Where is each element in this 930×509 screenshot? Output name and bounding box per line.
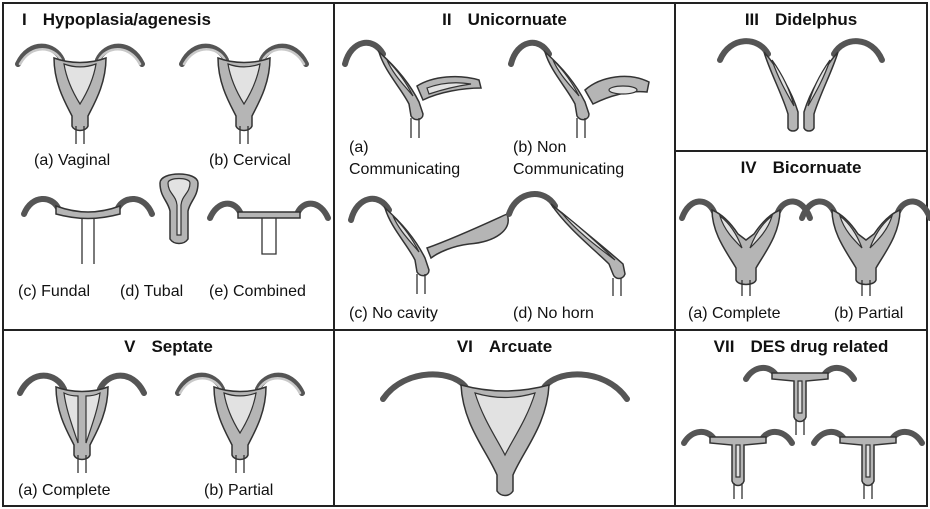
panel-septate: V Septate (a) Complete (b) Partial — [2, 329, 335, 507]
panel-title-text: Hypoplasia/agenesis — [43, 10, 211, 29]
uterus-tubal-figure — [154, 169, 204, 259]
panel-title: V Septate — [4, 337, 333, 357]
label-communicating: Communicating — [349, 160, 460, 180]
label-no-horn: (d) No horn — [513, 304, 594, 324]
panel-arcuate: VI Arcuate — [333, 329, 676, 507]
label-partial: (b) Partial — [204, 481, 273, 501]
label-b-non: (b) Non — [513, 138, 566, 158]
septate-complete-figure — [12, 363, 152, 473]
panel-hypoplasia-agenesis: I Hypoplasia/agenesis (a) Vaginal (b) Cer… — [2, 2, 335, 331]
unicornuate-non-communicating-figure — [505, 28, 665, 140]
panel-title: VII DES drug related — [676, 337, 926, 357]
panel-number: II — [442, 10, 451, 29]
panel-title: VI Arcuate — [335, 337, 674, 357]
label-no-cavity: (c) No cavity — [349, 304, 438, 324]
label-partial: (b) Partial — [834, 304, 903, 324]
panel-title: II Unicornuate — [335, 10, 674, 30]
uterus-combined-figure — [204, 184, 334, 274]
panel-didelphus: III Didelphus — [674, 2, 928, 152]
panel-title-text: DES drug related — [750, 337, 888, 356]
uterus-fundal-figure — [18, 184, 158, 274]
panel-title-text: Arcuate — [489, 337, 552, 356]
panel-title: I Hypoplasia/agenesis — [22, 10, 333, 30]
uterus-cervical-figure — [174, 34, 314, 144]
panel-title-text: Septate — [151, 337, 212, 356]
label-non-communicating: Communicating — [513, 160, 624, 180]
label-fundal: (c) Fundal — [18, 282, 90, 302]
label-complete: (a) Complete — [688, 304, 780, 324]
label-tubal: (d) Tubal — [120, 282, 183, 302]
panel-number: VII — [714, 337, 735, 356]
unicornuate-communicating-figure — [339, 28, 499, 140]
panel-bicornuate: IV Bicornuate (a) Complete (b) Partial — [674, 150, 928, 331]
panel-number: IV — [741, 158, 757, 177]
des-uterus-right-figure — [810, 421, 926, 501]
panel-des-drug-related: VII DES drug related — [674, 329, 928, 507]
des-uterus-left-figure — [680, 421, 796, 501]
panel-number: I — [22, 10, 27, 29]
label-combined: (e) Combined — [209, 282, 306, 302]
label-a: (a) — [349, 138, 369, 158]
label-vaginal: (a) Vaginal — [34, 151, 110, 171]
panel-number: III — [745, 10, 759, 29]
bicornuate-partial-figure — [796, 188, 930, 298]
panel-title-text: Bicornuate — [773, 158, 862, 177]
label-complete: (a) Complete — [18, 481, 110, 501]
panel-title: IV Bicornuate — [676, 158, 926, 178]
bicornuate-complete-figure — [676, 188, 816, 298]
panel-number: VI — [457, 337, 473, 356]
unicornuate-no-cavity-figure — [345, 184, 515, 296]
didelphus-figure — [716, 32, 886, 144]
unicornuate-no-horn-figure — [505, 184, 665, 296]
panel-title: III Didelphus — [676, 10, 926, 30]
panel-title-text: Didelphus — [775, 10, 857, 29]
panel-title-text: Unicornuate — [468, 10, 567, 29]
panel-number: V — [124, 337, 135, 356]
septate-partial-figure — [170, 363, 310, 473]
label-cervical: (b) Cervical — [209, 151, 291, 171]
arcuate-figure — [375, 359, 635, 499]
uterus-vaginal-figure — [10, 34, 150, 144]
